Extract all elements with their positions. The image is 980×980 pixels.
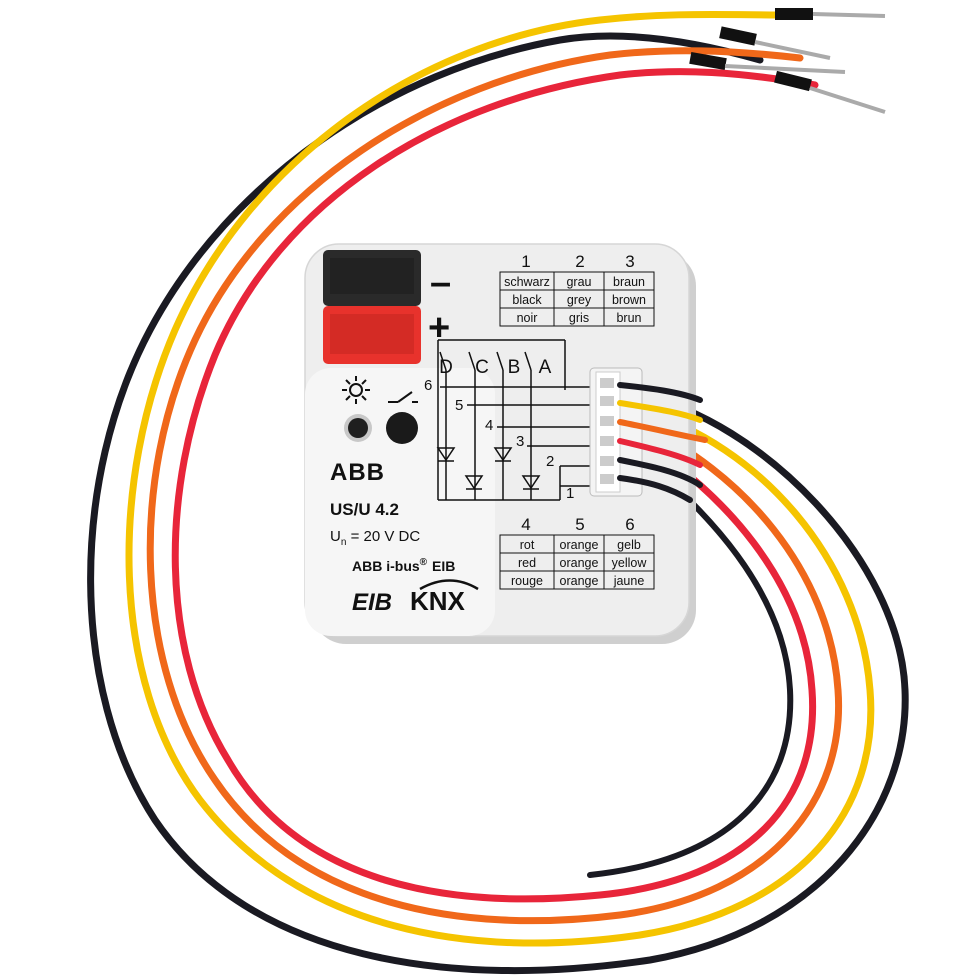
table-top-head-1: 1 — [521, 252, 530, 271]
table-bottom-cell: jaune — [613, 574, 645, 588]
wiring-schematic — [436, 339, 590, 501]
table-top-cell: grey — [567, 293, 592, 307]
ferrule-2 — [719, 26, 831, 60]
table-top-cell: braun — [613, 275, 645, 289]
wire-table-bottom: 4 5 6 rot orange gelb red orange yellow … — [499, 515, 655, 590]
table-bottom-head-6: 6 — [625, 515, 634, 534]
channel-label: A — [539, 357, 552, 378]
terminal-plus-label: + — [428, 307, 450, 349]
table-top-cell: brun — [616, 311, 641, 325]
ferrule-4 — [774, 70, 886, 114]
table-bottom-head-4: 4 — [521, 515, 530, 534]
wire-connector — [589, 367, 643, 497]
table-top-head-2: 2 — [575, 252, 584, 271]
terminal-number: 1 — [566, 485, 574, 502]
sun-icon — [342, 376, 370, 404]
table-bottom-cell: gelb — [617, 538, 641, 552]
terminal-number: 2 — [546, 453, 554, 470]
wire-orange — [146, 47, 843, 925]
knx-arc — [419, 579, 479, 591]
table-top-cell: gris — [569, 311, 589, 325]
channel-labels: D C B A — [439, 357, 552, 378]
switch-icon — [388, 391, 418, 403]
bus-label: ABB i-bus®EIB — [352, 557, 455, 574]
wire-harness — [87, 10, 909, 974]
voltage-label: Un = 20 V DC — [330, 528, 420, 548]
table-top-cell: schwarz — [504, 275, 550, 289]
knx-logo: KNX — [410, 586, 466, 616]
terminal-numbers: 6 5 4 3 2 1 — [424, 377, 574, 502]
wire-table-top: 1 2 3 schwarz grau braun black grey brow… — [499, 252, 655, 327]
wire-black — [87, 32, 909, 974]
channel-label: C — [475, 357, 489, 378]
ferrule-1 — [775, 8, 886, 20]
ferrule-3 — [689, 51, 846, 74]
table-bottom-cell: orange — [560, 556, 599, 570]
table-bottom-cell: orange — [560, 538, 599, 552]
table-bottom-cell: rouge — [511, 574, 543, 588]
device: – + ABB US/U 4.2 Un = 20 V DC ABB i-bus®… — [304, 243, 696, 644]
table-top-cell: noir — [517, 311, 538, 325]
terminal-number: 4 — [485, 417, 493, 434]
table-top-cell: grau — [566, 275, 591, 289]
terminal-minus-label: – — [430, 262, 451, 304]
eib-logo: EIB — [352, 589, 392, 616]
wire-ends — [689, 8, 886, 114]
table-top-cell: brown — [612, 293, 646, 307]
brand-logo: ABB — [330, 459, 385, 486]
table-bottom-cell: red — [518, 556, 536, 570]
wire-red — [171, 68, 819, 903]
table-bottom-cell: yellow — [612, 556, 648, 570]
table-bottom-cell: rot — [520, 538, 535, 552]
connector-wires — [617, 382, 708, 503]
table-bottom-cell: orange — [560, 574, 599, 588]
terminal-number: 3 — [516, 433, 524, 450]
model-label: US/U 4.2 — [330, 500, 399, 519]
table-top-cell: black — [512, 293, 542, 307]
terminal-number: 6 — [424, 377, 432, 394]
table-top-head-3: 3 — [625, 252, 634, 271]
wire-yellow — [125, 10, 875, 947]
programming-button[interactable] — [386, 412, 418, 444]
table-bottom-head-5: 5 — [575, 515, 584, 534]
channel-label: B — [508, 357, 521, 378]
terminal-number: 5 — [455, 397, 463, 414]
bus-terminal — [323, 250, 421, 364]
channel-label: D — [439, 357, 453, 378]
wire-black-2 — [587, 452, 794, 878]
